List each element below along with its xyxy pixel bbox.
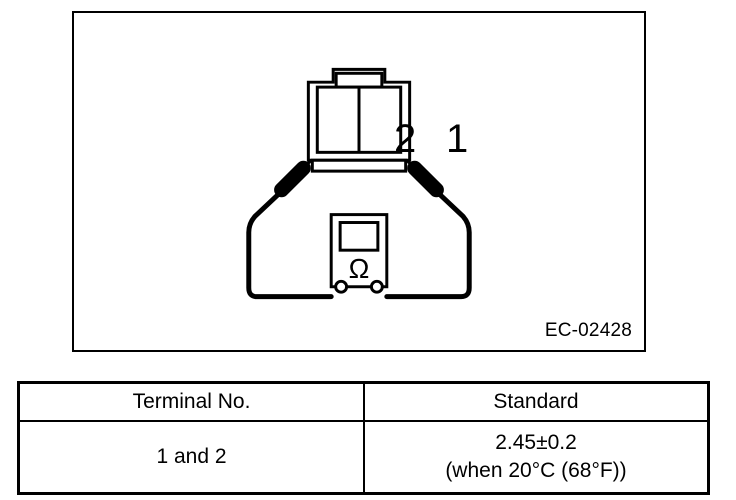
illustration-panel: Ω 2 1 EC-02428 [72,11,646,352]
table-row: 1 and 2 2.45±0.2 (when 20°C (68°F)) [17,420,710,495]
standard-condition: (when 20°C (68°F)) [445,459,627,482]
ohmmeter-terminal-left [334,279,349,294]
column-header-standard: Standard [363,381,710,422]
specification-table: Terminal No. Standard 1 and 2 2.45±0.2 (… [17,381,710,495]
left-probe-body [274,160,311,198]
connector-ohmmeter-diagram: Ω [246,67,472,300]
ohmmeter: Ω [329,213,389,294]
right-lead-wire [384,180,472,300]
column-header-terminal-no: Terminal No. [17,381,365,422]
figure-reference-code: EC-02428 [544,320,632,341]
ohmmeter-terminal-right [369,279,384,294]
connector-skirt [310,158,408,173]
ohmmeter-display [338,221,380,252]
connector-pin-number-2: 2 [394,117,417,161]
right-probe-body [407,160,444,198]
cell-terminal-no: 1 and 2 [17,420,365,495]
connector-housing [306,67,412,173]
ohmmeter-omega-symbol: Ω [349,253,370,284]
cell-standard: 2.45±0.2 (when 20°C (68°F)) [363,420,710,495]
connector-lock-tab [334,71,384,89]
left-lead-wire [246,180,334,300]
table-header-row: Terminal No. Standard [17,381,710,422]
standard-value: 2.45±0.2 [495,431,577,454]
test-lead-wires [246,180,472,300]
connector-pin-number-1: 1 [446,117,469,161]
